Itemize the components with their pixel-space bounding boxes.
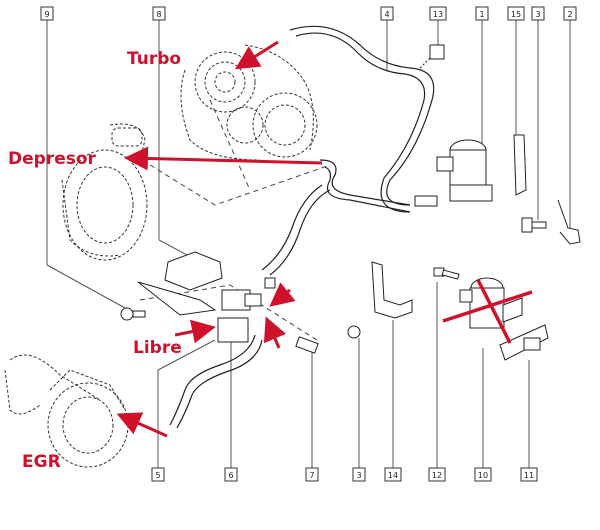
top-callouts: 9 8 4 13 1 15 3 2: [40, 6, 577, 21]
solenoid-valve-1: [414, 134, 527, 207]
arrow-libre: [174, 319, 216, 344]
hoses: [169, 25, 435, 429]
bolt-12-shank: [441, 269, 460, 280]
svg-text:7: 7: [309, 471, 314, 480]
label-egr: EGR: [22, 452, 61, 472]
crossed-out-mark: [442, 279, 533, 344]
leader-9-diag: [46, 264, 126, 309]
arrow-depresor: [124, 146, 323, 171]
svg-text:10: 10: [478, 471, 488, 480]
svg-text:8: 8: [156, 10, 161, 19]
callout-15: 15: [507, 6, 525, 21]
callout-3-top: 3: [531, 6, 545, 21]
svg-text:6: 6: [228, 471, 233, 480]
callout-13: 13: [429, 6, 447, 21]
callout-3-bottom: 3: [352, 467, 366, 482]
callout-9: 9: [40, 6, 54, 21]
callout-2: 2: [563, 6, 577, 21]
annotation-arrows: [116, 40, 323, 438]
leader-lines: [46, 20, 571, 468]
bottom-callouts: 5 6 7 3 14 12 10 11: [151, 467, 538, 482]
label-depresor: Depresor: [8, 149, 97, 169]
bolt-7: [295, 336, 319, 354]
svg-text:3: 3: [535, 10, 540, 19]
arrow-turbo: [234, 40, 279, 70]
callout-11: 11: [520, 467, 538, 482]
callout-12: 12: [428, 467, 446, 482]
callout-7: 7: [305, 467, 319, 482]
svg-text:11: 11: [524, 471, 534, 480]
callout-5: 5: [151, 467, 165, 482]
arrow-egr: [116, 412, 168, 438]
annotation-labels: Turbo Depresor Libre EGR: [8, 49, 182, 472]
arrow-hose-in: [269, 282, 296, 307]
turbocharger-drawing: [180, 44, 318, 161]
svg-text:9: 9: [44, 10, 49, 19]
central-valve-assembly: [137, 251, 276, 343]
callout-8: 8: [152, 6, 166, 21]
bolts: [120, 267, 460, 354]
svg-text:1: 1: [479, 10, 484, 19]
bolt-and-bracket-upper: [521, 199, 581, 245]
arrow-hose-out: [263, 316, 287, 349]
bolt-9: [120, 307, 134, 321]
svg-text:12: 12: [432, 471, 442, 480]
bolt-9-shank: [132, 310, 146, 318]
callout-6: 6: [224, 467, 238, 482]
bolt-3-lower: [347, 325, 361, 339]
vacuum-pump-drawing: [61, 123, 148, 261]
svg-text:14: 14: [388, 471, 398, 480]
callout-4: 4: [380, 6, 394, 21]
bracket-14: [371, 261, 413, 319]
svg-text:5: 5: [155, 471, 160, 480]
svg-text:4: 4: [384, 10, 389, 19]
svg-text:13: 13: [433, 10, 443, 19]
svg-text:15: 15: [511, 10, 521, 19]
callout-14: 14: [384, 467, 402, 482]
label-turbo: Turbo: [127, 49, 181, 69]
label-libre: Libre: [133, 338, 182, 358]
connector-11: [499, 324, 549, 361]
egr-valve-drawing: [4, 354, 129, 468]
callout-1: 1: [475, 6, 489, 21]
leader-5-diag: [157, 339, 216, 371]
callout-10: 10: [474, 467, 492, 482]
connector-13: [419, 44, 445, 69]
svg-text:3: 3: [356, 471, 361, 480]
svg-text:2: 2: [567, 10, 572, 19]
